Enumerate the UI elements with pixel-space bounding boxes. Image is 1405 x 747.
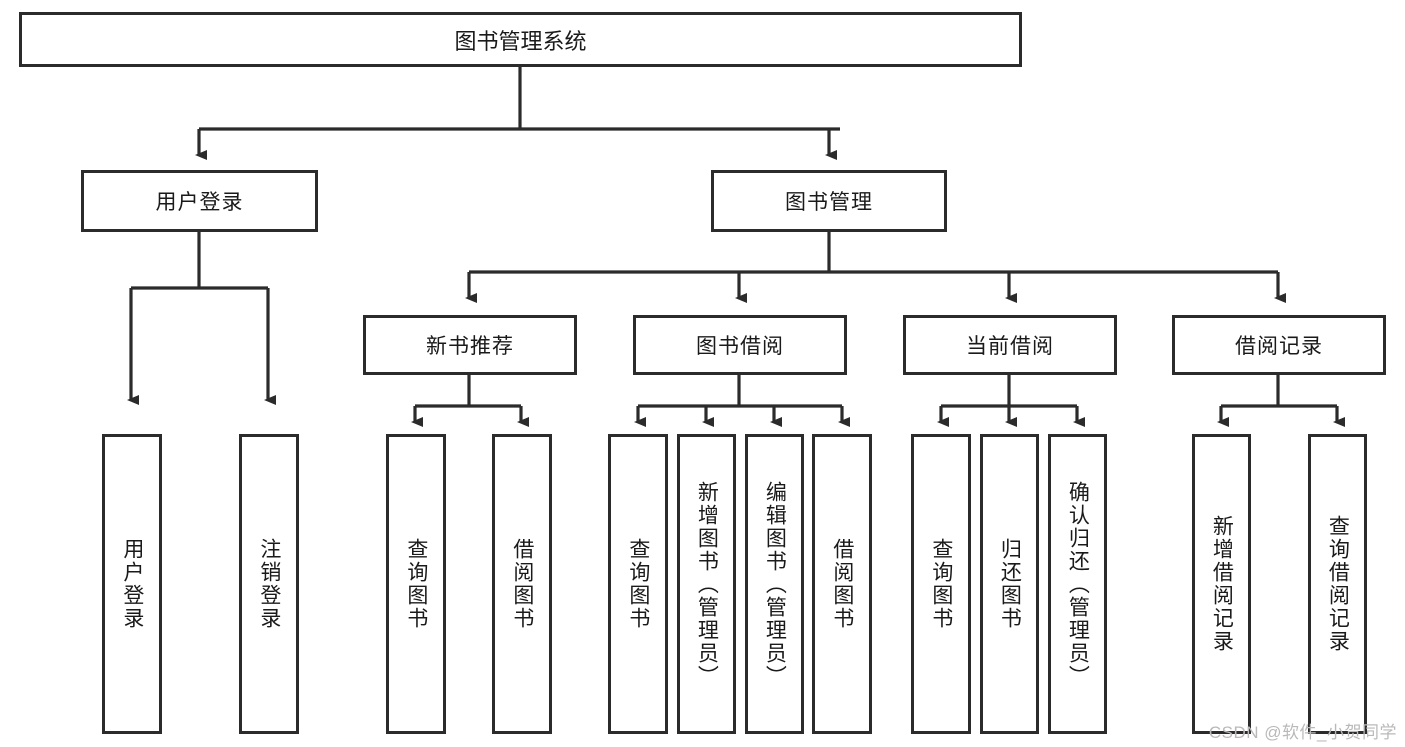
leaf-add-record[interactable]: 新增借阅记录 (1192, 434, 1251, 734)
node-label: 用户登录 (155, 191, 244, 214)
node-label: 确认归还（管理员） (1066, 480, 1090, 688)
leaf-borrow-book-1[interactable]: 借阅图书 (492, 434, 552, 734)
node-label: 新书推荐 (426, 335, 514, 358)
node-label: 查询图书 (929, 538, 953, 630)
leaf-user-login[interactable]: 用户登录 (102, 434, 162, 734)
node-label: 编辑图书（管理员） (763, 480, 787, 688)
leaf-query-book-1[interactable]: 查询图书 (386, 434, 446, 734)
node-book-borrow[interactable]: 图书借阅 (633, 315, 847, 375)
leaf-query-record[interactable]: 查询借阅记录 (1308, 434, 1367, 734)
leaf-query-book-3[interactable]: 查询图书 (911, 434, 971, 734)
leaf-add-book[interactable]: 新增图书（管理员） (677, 434, 736, 734)
node-label: 注销登录 (257, 538, 281, 630)
leaf-query-book-2[interactable]: 查询图书 (608, 434, 668, 734)
node-user-login[interactable]: 用户登录 (81, 170, 318, 232)
node-label: 借阅图书 (830, 538, 854, 630)
node-label: 用户登录 (120, 538, 144, 630)
node-label: 图书管理系统 (454, 28, 587, 54)
node-label: 图书管理 (785, 191, 873, 214)
leaf-edit-book[interactable]: 编辑图书（管理员） (745, 434, 804, 734)
node-label: 归还图书 (998, 538, 1022, 630)
node-label: 借阅图书 (510, 538, 534, 630)
watermark-text: CSDN @软件_小贺同学 (1208, 723, 1397, 742)
node-new-book-recommend[interactable]: 新书推荐 (363, 315, 577, 375)
leaf-return-book[interactable]: 归还图书 (980, 434, 1039, 734)
node-label: 查询借阅记录 (1326, 515, 1350, 653)
node-label: 查询图书 (404, 538, 428, 630)
node-label: 新增图书（管理员） (695, 480, 719, 688)
node-label: 借阅记录 (1235, 335, 1323, 358)
node-label: 查询图书 (626, 538, 650, 630)
leaf-confirm-return[interactable]: 确认归还（管理员） (1048, 434, 1107, 734)
node-borrow-record[interactable]: 借阅记录 (1172, 315, 1386, 375)
node-label: 新增借阅记录 (1210, 515, 1234, 653)
node-current-borrow[interactable]: 当前借阅 (903, 315, 1117, 375)
node-label: 当前借阅 (966, 335, 1054, 358)
leaf-borrow-book-2[interactable]: 借阅图书 (812, 434, 872, 734)
node-book-manage[interactable]: 图书管理 (711, 170, 947, 232)
leaf-logout[interactable]: 注销登录 (239, 434, 299, 734)
node-label: 图书借阅 (696, 335, 784, 358)
node-root-system[interactable]: 图书管理系统 (19, 12, 1022, 67)
